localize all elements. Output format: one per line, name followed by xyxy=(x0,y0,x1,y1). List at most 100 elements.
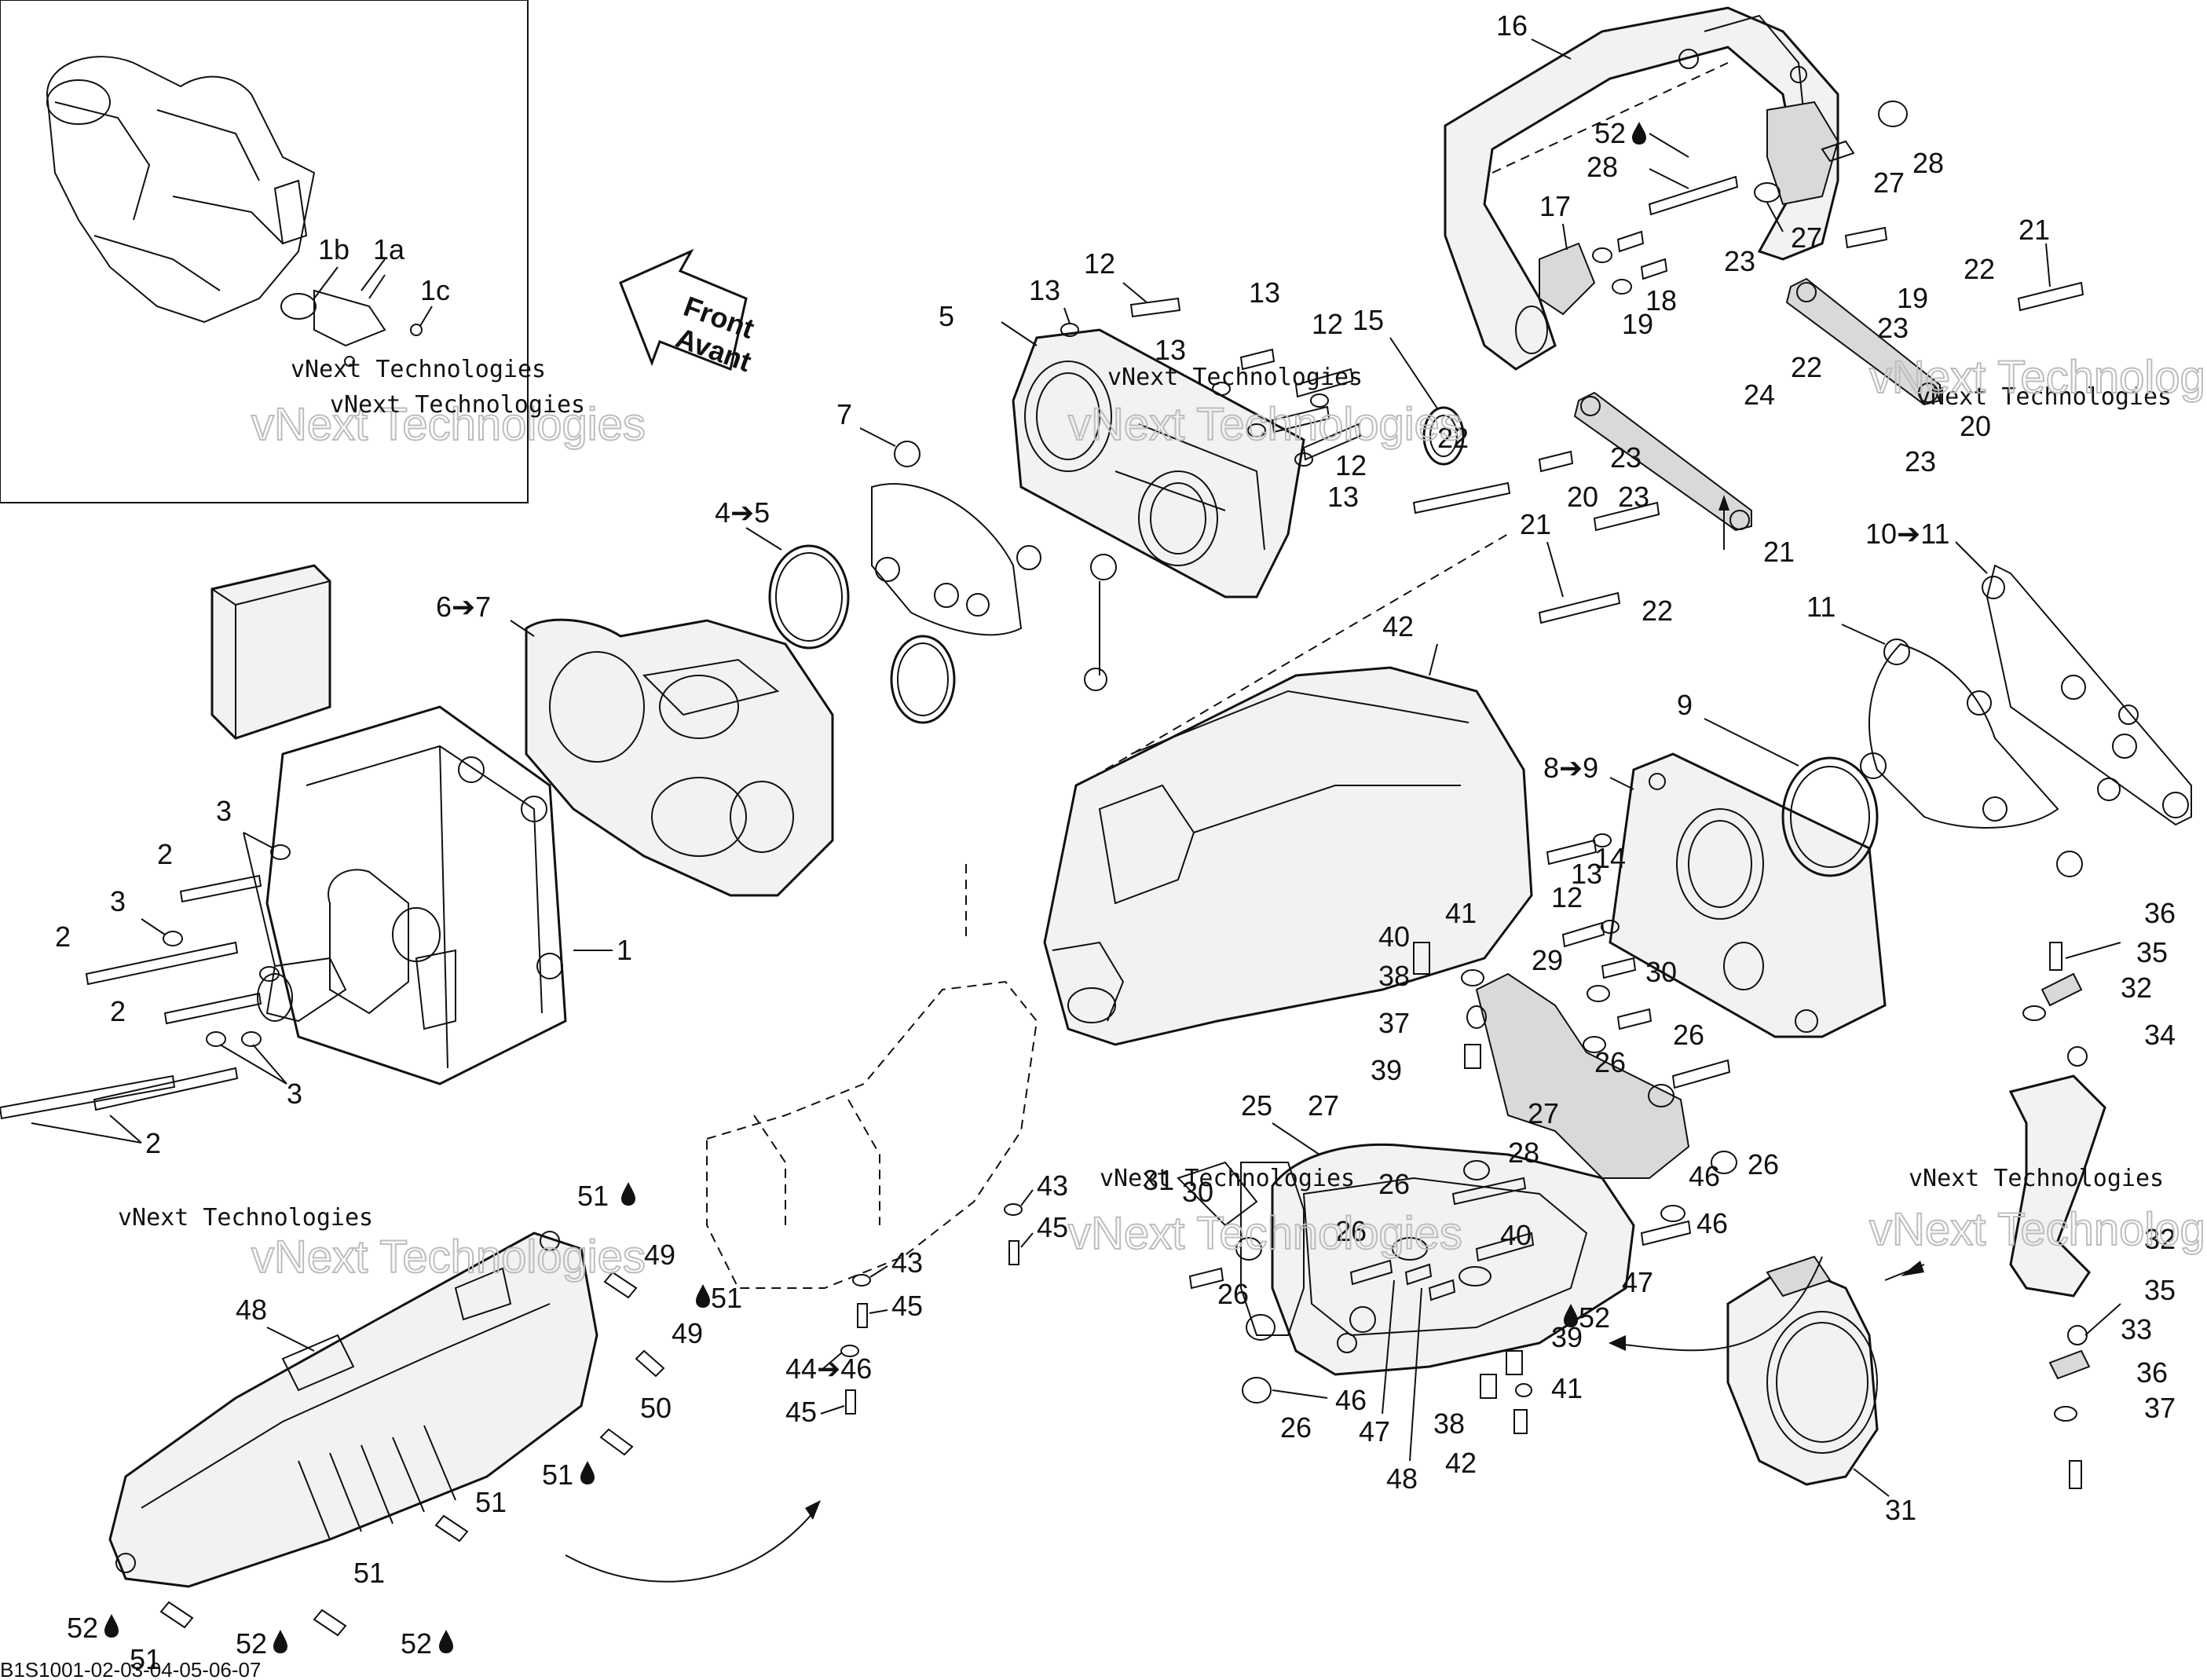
callout-45: 44➔46 xyxy=(785,1352,872,1385)
callout-13: 14 xyxy=(1594,842,1626,874)
callout-51: 50 xyxy=(640,1392,672,1424)
watermark-big: vNext Technologies xyxy=(251,399,646,450)
callout-2: 2 xyxy=(145,1127,161,1159)
oil-drop-icon xyxy=(1564,1304,1578,1327)
fasteners-45-46: 43 45 43 45 44➔46 45 xyxy=(785,1169,1068,1428)
part-15-bracket: 16 xyxy=(1444,6,1839,371)
callout-46: 45 xyxy=(785,1396,817,1428)
callout-52: 52 xyxy=(401,1627,432,1660)
callout-2: 2 xyxy=(110,995,126,1027)
callout-27: 26 xyxy=(1673,1019,1704,1051)
callout-13: 13 xyxy=(1571,858,1602,890)
callout-1c: 1c xyxy=(420,274,450,306)
callout-43: 41 xyxy=(1445,897,1477,929)
callout-52: 51 xyxy=(577,1180,609,1212)
callout-27: 26 xyxy=(1335,1215,1367,1247)
oil-drop-icon xyxy=(273,1630,287,1653)
callout-18: 19 xyxy=(1622,308,1653,340)
callout-46: 45 xyxy=(891,1290,923,1322)
callout-41: 39 xyxy=(1371,1054,1402,1086)
callout-44-46: 42 xyxy=(1382,610,1414,642)
callout-13: 13 xyxy=(1249,276,1280,309)
callout-32: 30 xyxy=(1645,956,1677,988)
callout-26: 26 xyxy=(1748,1148,1779,1180)
parts-30-53-top: 52 28 xyxy=(1587,117,1739,216)
callout-12: 12 xyxy=(1084,247,1115,280)
part-10-plate: 10➔11 xyxy=(1865,518,2192,826)
ghost-muffler xyxy=(706,864,1038,1289)
watermark-big: vNext Technologies xyxy=(1068,399,1462,450)
callout-30: 28 xyxy=(1587,151,1618,183)
callout-51: 49 xyxy=(672,1317,703,1349)
callout-1b: 1b xyxy=(318,233,350,265)
callout-35: 32 xyxy=(2121,972,2152,1004)
callout-37: 36 xyxy=(2136,1356,2168,1389)
watermark-small: vNext Technologies xyxy=(330,391,585,419)
callout-1a: 1a xyxy=(373,233,405,265)
callout-9: 9 xyxy=(1677,689,1693,721)
callout-33: 31 xyxy=(1885,1494,1916,1526)
part-6-cover-plate: 6➔7 xyxy=(436,591,834,897)
callout-43: 42 xyxy=(1445,1447,1477,1479)
callout-25: 25 xyxy=(1241,1089,1272,1122)
callout-4-5: 5 xyxy=(939,300,954,332)
callout-29: 28 xyxy=(1912,147,1944,179)
callout-49: 47 xyxy=(1622,1266,1653,1298)
callout-52: 51 xyxy=(711,1282,742,1314)
drawing-code: B1S1001-02-03-04-05-06-07 xyxy=(0,1658,261,1680)
watermark-small: vNext Technologies xyxy=(291,356,546,383)
oil-drop-icon xyxy=(580,1461,595,1484)
part-25-bracket: 25 xyxy=(1240,972,1690,1376)
callout-23: 23 xyxy=(1877,312,1909,344)
callout-16: 17 xyxy=(1539,190,1571,222)
callout-45: 43 xyxy=(1037,1169,1068,1202)
callout-37: 35 xyxy=(2136,936,2168,968)
link-arm-lower: 22 20 21 23 23 21 21 22 22 xyxy=(1412,391,1795,627)
engine-inset: 1b 1a 1c vNext Technologies vNext Techno… xyxy=(0,0,646,503)
callout-2: 2 xyxy=(157,838,173,870)
callout-26: 26 xyxy=(1594,1046,1626,1078)
watermark-small: vNext Technologies xyxy=(1100,1165,1355,1192)
callout-36: 35 xyxy=(2144,1274,2176,1306)
callout-51: 49 xyxy=(644,1239,675,1271)
part-44-muffler: 42 xyxy=(1043,533,1533,1046)
callout-13: 13 xyxy=(1029,274,1060,306)
callout-28: 27 xyxy=(1791,221,1822,254)
part-9-seal: 9 xyxy=(1677,689,1879,877)
callout-12: 12 xyxy=(1551,881,1583,913)
callout-22: 22 xyxy=(1642,595,1673,627)
callout-41: 40 xyxy=(1500,1219,1532,1251)
callout-39: 37 xyxy=(1378,1007,1410,1039)
callout-22: 22 xyxy=(1437,422,1469,454)
callout-51: 51 xyxy=(475,1486,507,1518)
watermark-big: vNext Technologies xyxy=(251,1232,646,1283)
callout-20: 21 xyxy=(1763,536,1795,568)
callout-45: 43 xyxy=(891,1246,923,1279)
callout-53: 52 xyxy=(1594,117,1626,149)
callout-24: 24 xyxy=(1744,379,1775,411)
callout-5: 4➔5 xyxy=(715,496,770,529)
callout-3: 3 xyxy=(110,885,126,917)
watermarks: vNext Technologies vNext Technologies vN… xyxy=(118,351,2207,1283)
callout-10-11: 10➔11 xyxy=(1865,518,1950,550)
callout-23: 23 xyxy=(1610,441,1642,474)
oil-drop-icon xyxy=(439,1630,453,1653)
callout-19: 19 xyxy=(1897,282,1928,314)
callout-3: 3 xyxy=(216,795,232,827)
callout-48: 46 xyxy=(1696,1207,1728,1239)
front-arrow: Front Avant xyxy=(619,248,759,378)
callout-17: 18 xyxy=(1645,284,1677,317)
callout-31: 30 xyxy=(1182,1176,1213,1208)
callout-51: 51 xyxy=(353,1557,385,1589)
part-7-gasket: 7 xyxy=(836,398,1117,691)
callout-26: 26 xyxy=(1280,1411,1312,1444)
callout-53: 52 xyxy=(1579,1301,1610,1334)
callout-30: 28 xyxy=(1508,1136,1539,1169)
callout-21: 21 xyxy=(2019,214,2050,246)
callout-23: 23 xyxy=(1618,481,1649,513)
part-11-gasket: 11 xyxy=(1806,591,2121,877)
callout-12: 12 xyxy=(1335,449,1367,481)
callout-23: 23 xyxy=(1905,445,1936,478)
callout-48: 47 xyxy=(1359,1415,1390,1448)
washers-3: 3 3 3 3 xyxy=(110,795,302,1110)
